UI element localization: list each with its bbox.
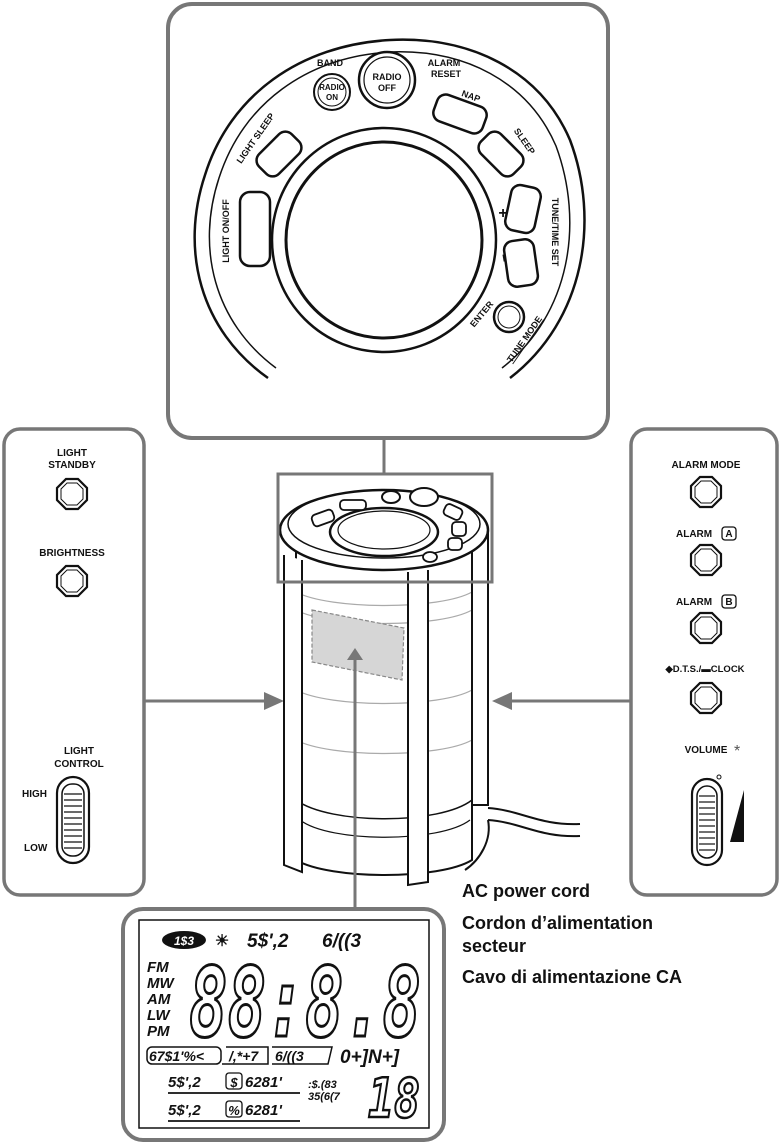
light-standby-button[interactable] bbox=[55, 477, 89, 511]
nap-button[interactable] bbox=[431, 92, 489, 136]
radio-off-button[interactable] bbox=[357, 50, 417, 110]
radio-off-label: RADIO bbox=[373, 72, 402, 82]
top-highlight-box bbox=[276, 472, 494, 584]
dts-clock-button[interactable] bbox=[689, 681, 723, 715]
alarm-mode-button[interactable] bbox=[689, 475, 723, 509]
band-mw: MW bbox=[147, 975, 175, 992]
volume-label: VOLUME bbox=[685, 745, 728, 756]
svg-text:35(6(7: 35(6(7 bbox=[308, 1091, 341, 1103]
center-dial-inner bbox=[284, 140, 484, 340]
svg-text:RESET: RESET bbox=[431, 69, 462, 79]
light-onoff-label: LIGHT ON/OFF bbox=[221, 199, 231, 263]
top-shell-outline bbox=[193, 38, 586, 380]
arrow-right-head bbox=[492, 692, 512, 710]
sleep-seg-label: 6/((3 bbox=[322, 931, 362, 952]
left-panel-frame bbox=[2, 427, 146, 897]
radio-on-button[interactable] bbox=[313, 73, 351, 111]
high-label: HIGH bbox=[22, 789, 47, 800]
power-cord-caption-it: Cavo di alimentazione CA bbox=[462, 967, 683, 987]
lcd-panel-frame bbox=[121, 907, 446, 1142]
sleep-button[interactable] bbox=[475, 128, 527, 180]
alarm-b-badge: % bbox=[228, 1103, 240, 1118]
alarm-a-label: ALARM bbox=[676, 529, 712, 540]
right-panel-frame bbox=[629, 427, 779, 897]
radio-on-label: RADIO bbox=[319, 83, 345, 92]
band-pm: PM bbox=[147, 1023, 170, 1040]
alarm-a-letter: A bbox=[725, 529, 732, 540]
dts-clock-label: ◆D.T.S./▬CLOCK bbox=[664, 664, 744, 675]
power-cord-icon bbox=[487, 807, 581, 838]
light-seg-label: /,*+7 bbox=[228, 1048, 259, 1064]
minus-label: – bbox=[496, 253, 513, 264]
svg-text:OFF: OFF bbox=[378, 83, 396, 93]
tune-time-set-label: TUNE/TIME SET bbox=[550, 198, 560, 267]
band-am: AM bbox=[146, 991, 171, 1008]
tune-minus-button[interactable] bbox=[502, 238, 540, 288]
brightness-label: BRIGHTNESS bbox=[39, 548, 105, 559]
light-control-wheel-ribs bbox=[64, 793, 82, 849]
band-lw: LW bbox=[147, 1007, 171, 1024]
sleep-seg-label-2: 6/((3 bbox=[275, 1048, 304, 1064]
power-cord-caption-fr-2: secteur bbox=[462, 936, 527, 956]
light-standby-label: LIGHT bbox=[57, 448, 87, 459]
mhz-khz-label: 0+]N+] bbox=[340, 1047, 400, 1068]
power-cord-caption-fr-1: Cordon d’alimentation bbox=[462, 913, 653, 933]
svg-text:CONTROL: CONTROL bbox=[54, 759, 103, 770]
alarm-reset-label: ALARM bbox=[428, 58, 461, 68]
alarm-b-button[interactable] bbox=[689, 611, 723, 645]
light-control-label: LIGHT bbox=[64, 746, 94, 757]
alarm-a-sound-seg: 6281' bbox=[245, 1074, 282, 1091]
volume-asterisk: * bbox=[734, 743, 740, 760]
standby-seg-label: 67$1'%< bbox=[149, 1048, 204, 1064]
preset-digits: 18 bbox=[368, 1067, 420, 1130]
band-fm: FM bbox=[147, 959, 169, 976]
plus-label: + bbox=[498, 205, 507, 222]
power-cord-caption-en: AC power cord bbox=[462, 881, 591, 901]
light-onoff-button[interactable] bbox=[238, 190, 272, 268]
alarm-mode-label: ALARM MODE bbox=[672, 460, 741, 471]
volume-wheel-ribs bbox=[699, 795, 715, 851]
alarm-b-letter: B bbox=[725, 597, 732, 608]
volume-wedge-icon bbox=[730, 790, 744, 842]
alarm-b-sound-seg: 6281' bbox=[245, 1102, 282, 1119]
alarm-a-radio-seg: 5$',2 bbox=[168, 1074, 201, 1091]
unit-display-window bbox=[311, 609, 405, 681]
low-label: LOW bbox=[24, 843, 48, 854]
center-dial bbox=[270, 126, 498, 354]
tune-plus-button[interactable] bbox=[503, 183, 543, 235]
nap-badge-text: 1$3 bbox=[174, 934, 194, 948]
clock-radio-unit bbox=[278, 487, 581, 887]
volume-dot bbox=[716, 774, 722, 780]
arrow-left-head bbox=[264, 692, 284, 710]
sun-icon: ☀ bbox=[215, 933, 229, 950]
alarm-b-radio-seg: 5$',2 bbox=[168, 1102, 201, 1119]
light-sleep-button[interactable] bbox=[253, 128, 305, 180]
auto-preset-seg: :$.(83 bbox=[308, 1079, 337, 1091]
brightness-button[interactable] bbox=[55, 564, 89, 598]
svg-text:STANDBY: STANDBY bbox=[48, 460, 96, 471]
band-label: BAND bbox=[317, 58, 343, 68]
big-digits: 88:8.8 bbox=[189, 947, 421, 1059]
alarm-a-button[interactable] bbox=[689, 543, 723, 577]
alarm-a-badge: $ bbox=[229, 1075, 238, 1090]
nap-badge bbox=[162, 931, 206, 949]
radio-seg-label: 5$',2 bbox=[247, 931, 289, 952]
alarm-b-label: ALARM bbox=[676, 597, 712, 608]
svg-text:ON: ON bbox=[326, 93, 338, 102]
top-panel-frame bbox=[166, 2, 610, 440]
